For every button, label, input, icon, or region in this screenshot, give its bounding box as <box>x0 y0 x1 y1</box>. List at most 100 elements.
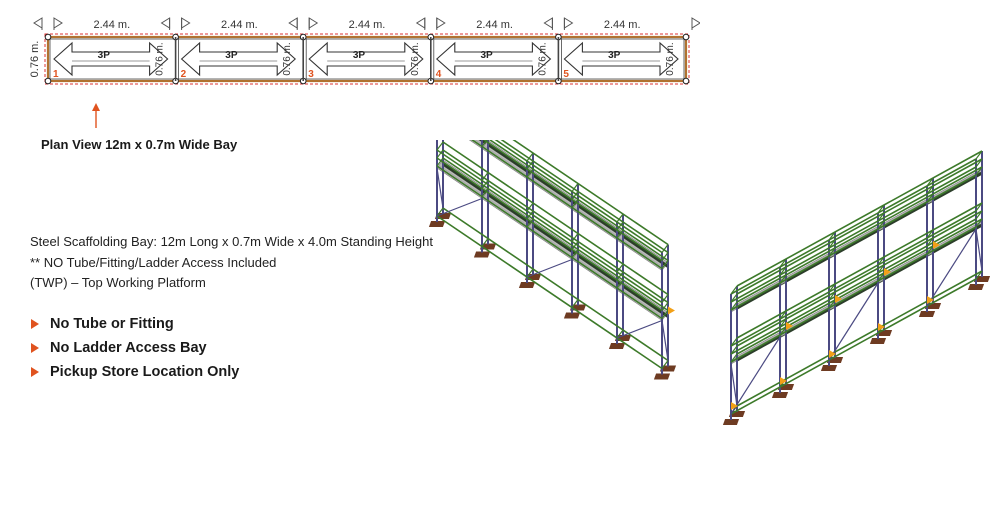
transom <box>975 202 983 212</box>
toe-board <box>883 198 934 229</box>
double-arrow-icon <box>435 41 552 77</box>
ledger <box>500 140 669 254</box>
transom <box>661 294 669 303</box>
clamp-marker-icon <box>878 323 885 331</box>
base-plate <box>518 282 536 288</box>
toe-board <box>532 173 579 207</box>
transom <box>616 221 624 231</box>
transom <box>436 149 444 159</box>
feature-item: No Tube or Fitting <box>30 312 239 336</box>
ledger <box>730 158 977 295</box>
ledger <box>436 215 663 370</box>
transom <box>730 285 738 295</box>
transom <box>616 271 624 281</box>
transom <box>571 249 579 258</box>
base-plate <box>771 392 789 398</box>
transom <box>436 141 444 151</box>
bay-platform-label: 3P <box>225 50 238 61</box>
standard-node <box>44 33 52 41</box>
diagonal-brace <box>436 167 444 209</box>
diagonal-brace <box>730 336 781 415</box>
base-plate <box>967 284 985 290</box>
transom <box>730 293 738 303</box>
bay-width-label: 2.44 m. <box>476 19 513 31</box>
diagonal-brace <box>616 319 663 339</box>
toe-board <box>834 225 885 256</box>
clamp-marker-icon <box>927 296 934 304</box>
ledger <box>730 174 977 311</box>
transom <box>877 204 885 214</box>
transom <box>779 318 787 328</box>
flag-icon <box>288 17 319 30</box>
ledger <box>736 166 983 303</box>
description-line: ** NO Tube/Fitting/Ladder Access Include… <box>30 254 277 270</box>
ledger <box>736 158 983 295</box>
bay-depth-label: 0.76 m. <box>410 42 421 75</box>
feature-label: No Tube or Fitting <box>50 316 174 332</box>
transom <box>926 229 934 239</box>
transom <box>828 231 836 241</box>
double-arrow-icon <box>563 41 679 77</box>
toe-board <box>487 143 534 177</box>
diagonal-brace <box>436 197 483 217</box>
feature-list: No Tube or Fitting No Ladder Access Bay … <box>30 312 239 384</box>
bay-platform-label: 3P <box>353 50 366 61</box>
clamp-marker-icon <box>884 268 891 276</box>
standard-node <box>682 33 690 41</box>
ledger <box>730 166 977 303</box>
transom <box>779 258 787 268</box>
transom <box>481 140 488 147</box>
bay-depth-label: 0.76 m. <box>282 42 293 75</box>
bay-platform-label: 3P <box>480 50 493 61</box>
transom <box>436 207 444 217</box>
transom <box>616 279 624 289</box>
toe-board <box>577 254 624 288</box>
transom <box>828 239 836 249</box>
base-plate <box>973 276 990 282</box>
ledger <box>482 140 663 262</box>
transom <box>526 268 534 278</box>
deck-board <box>468 140 489 149</box>
base-plate <box>659 365 677 372</box>
bay-number: 1 <box>53 69 59 80</box>
flag-icon <box>415 17 446 30</box>
transom <box>877 212 885 222</box>
transom <box>779 310 787 320</box>
ledger <box>730 218 977 355</box>
transom <box>926 245 934 255</box>
flag-icon <box>160 17 191 30</box>
plan-view-caption: Plan View 12m x 0.7m Wide Bay <box>41 137 238 152</box>
transom <box>828 299 836 309</box>
bay-platform-label: 3P <box>608 50 621 61</box>
diagonal-brace <box>926 228 977 307</box>
toe-board <box>736 279 787 310</box>
transom <box>975 150 983 160</box>
ledger <box>488 140 669 262</box>
bay-width-label: 2.44 m. <box>349 19 386 31</box>
toe-board <box>532 223 579 257</box>
transom <box>661 302 669 311</box>
transom <box>779 266 787 276</box>
transom <box>730 301 738 311</box>
ledger <box>736 218 983 355</box>
transom <box>877 256 885 266</box>
clamp-marker-icon <box>668 306 675 315</box>
transom <box>975 166 983 176</box>
transom <box>616 229 624 239</box>
scaffold-isometric-right <box>722 150 990 425</box>
transom <box>828 247 836 257</box>
bay-number: 3 <box>308 69 314 80</box>
transom <box>975 210 983 220</box>
transom <box>526 210 534 220</box>
transom <box>481 172 489 181</box>
base-plate <box>428 221 446 227</box>
ledger <box>442 157 669 312</box>
transom <box>616 329 624 339</box>
ledger <box>736 150 983 287</box>
ledger <box>442 141 669 296</box>
plan-bay: 2.44 m. 3P 3 0.76 m. <box>302 19 424 81</box>
scaffold-description: Steel Scaffolding Bay: 12m Long x 0.7m W… <box>30 232 433 294</box>
